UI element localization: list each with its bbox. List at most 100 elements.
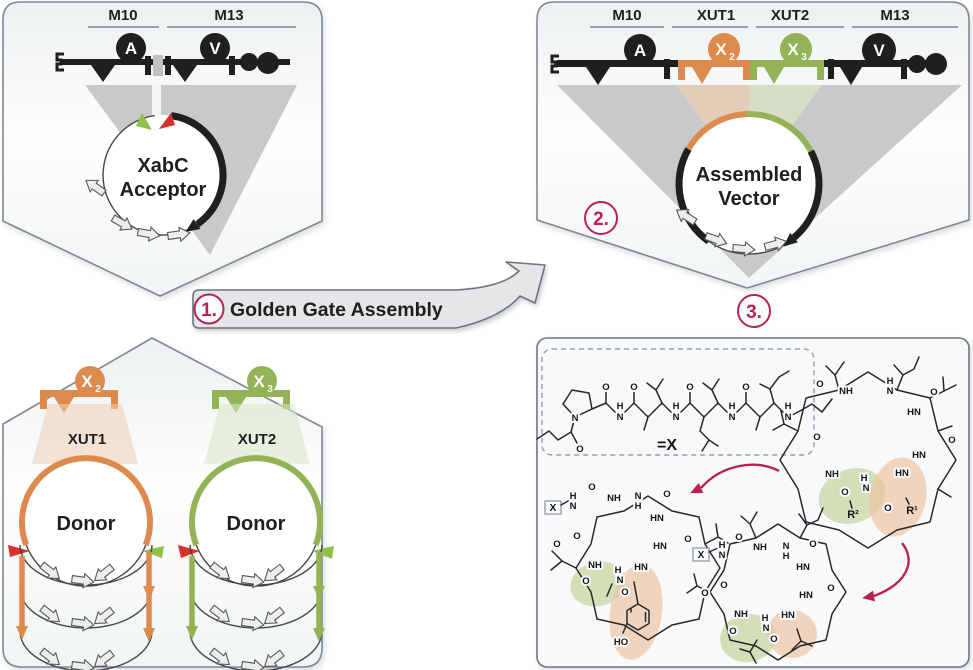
proline-ring bbox=[562, 389, 593, 418]
domain-bar-icon bbox=[229, 56, 235, 75]
plasmid-name-line2: Acceptor bbox=[120, 179, 207, 201]
tyrosine-phenol-ring bbox=[626, 603, 650, 631]
insert-connector-arrowhead bbox=[186, 626, 198, 640]
atom-label: HN bbox=[895, 468, 909, 479]
module-tab bbox=[678, 60, 685, 80]
module-tab bbox=[40, 390, 47, 409]
domain-bar-icon bbox=[145, 56, 151, 75]
atom-label: H bbox=[719, 540, 726, 551]
domain-letter: X bbox=[787, 40, 799, 59]
atom-label: O bbox=[602, 382, 609, 393]
step3-number: 3. bbox=[746, 302, 762, 323]
macrocycle-large: O NH H N O HN O HN O NH O H N R² HN O R¹ bbox=[772, 356, 958, 549]
residue-highlight-green bbox=[818, 468, 886, 524]
side-chain-bond bbox=[699, 416, 719, 452]
domain-triangle-icon bbox=[586, 67, 610, 85]
atom-label: O bbox=[684, 534, 691, 545]
x-box-label: X bbox=[550, 503, 557, 514]
plasmid-backbone-thick bbox=[675, 147, 711, 245]
x-definition-label: =X bbox=[657, 437, 677, 454]
chemistry-panel: N O O O O O H N H N H N H N =X O NH bbox=[536, 348, 958, 664]
domain-letter: X bbox=[715, 40, 727, 59]
atom-label: O bbox=[884, 503, 891, 514]
atom-label: N bbox=[783, 541, 790, 552]
atom-label: O bbox=[686, 382, 693, 393]
side-chain-bond bbox=[646, 378, 664, 404]
step2-badge bbox=[584, 201, 618, 235]
cluster-start-icon bbox=[55, 52, 64, 72]
plasmid-name: Donor bbox=[227, 513, 286, 535]
side-chain-bond bbox=[643, 416, 761, 431]
bond bbox=[799, 398, 833, 413]
side-chain-bond bbox=[702, 378, 720, 404]
atom-label: H bbox=[861, 473, 868, 484]
domain-letter: A bbox=[125, 39, 137, 58]
side-chain-bond bbox=[825, 361, 845, 391]
atom-label: O bbox=[813, 432, 820, 443]
reaction-arrow-1-icon bbox=[700, 463, 780, 489]
atom-label: N bbox=[570, 501, 577, 512]
module-tab bbox=[817, 60, 824, 80]
cut-site-green-icon bbox=[142, 546, 164, 558]
donor1-plasmid: Donor bbox=[8, 455, 164, 670]
domain-dot-icon bbox=[925, 53, 947, 75]
atom-label: N bbox=[763, 623, 770, 634]
bond bbox=[849, 497, 910, 509]
atom-label: N bbox=[887, 386, 894, 397]
atom-label: H bbox=[673, 401, 680, 412]
x-definition-structure: N O O O O O H N H N H N H N =X bbox=[536, 370, 833, 457]
module-label: M10 bbox=[108, 7, 137, 24]
atom-label: HN bbox=[799, 590, 813, 601]
atom-label: O bbox=[816, 379, 823, 390]
atom-label: NH bbox=[734, 609, 748, 620]
x2-domain-circle bbox=[75, 366, 105, 396]
side-chain-bond bbox=[686, 573, 711, 594]
step3-badge bbox=[737, 294, 771, 328]
atom-label: HN bbox=[907, 407, 921, 418]
golden-gate-assembly-arrow: 1. Golden Gate Assembly bbox=[192, 261, 546, 329]
side-chain-bond bbox=[772, 410, 799, 432]
cassette-label: XUT2 bbox=[238, 431, 276, 448]
donor-insert-arc bbox=[189, 455, 323, 546]
module-tab bbox=[750, 60, 757, 80]
domain-letter-sub: 2 bbox=[95, 384, 101, 395]
atom-label: NH bbox=[607, 493, 621, 504]
assembly-arrow-shape bbox=[192, 261, 546, 329]
atom-label: N bbox=[719, 550, 726, 561]
atom-label: O bbox=[770, 634, 777, 645]
atom-label: O bbox=[588, 482, 595, 493]
domain-triangle-icon bbox=[840, 67, 862, 85]
atom-label: HN bbox=[653, 541, 667, 552]
insert-connector-arrowhead bbox=[143, 586, 155, 600]
atom-label: O bbox=[582, 576, 589, 587]
plasmid-name-line1: Assembled bbox=[696, 164, 803, 186]
assembled-plasmid: Assembled Vector bbox=[672, 111, 823, 258]
assembly-arrow-label: Golden Gate Assembly bbox=[230, 299, 443, 321]
side-chain-bond bbox=[740, 511, 758, 539]
cassette-label: XUT1 bbox=[68, 431, 106, 448]
atom-label: O bbox=[735, 532, 742, 543]
side-chain-bond bbox=[739, 639, 758, 664]
bond bbox=[708, 547, 719, 553]
atom-label: N bbox=[617, 575, 624, 586]
donor2-plasmid: Donor bbox=[178, 455, 334, 670]
atom-label: HN bbox=[912, 450, 926, 461]
module-tab bbox=[212, 390, 219, 409]
domain-letter-sub: 3 bbox=[267, 384, 273, 395]
side-chain-bond bbox=[606, 583, 613, 597]
v-domain-circle bbox=[200, 33, 230, 63]
module-tab bbox=[743, 60, 750, 80]
cut-site-red-icon bbox=[159, 113, 175, 129]
acceptor-plasmid: XabC Acceptor bbox=[81, 112, 227, 244]
cut-site-green-icon bbox=[312, 546, 334, 559]
r2-label: R² bbox=[847, 509, 859, 521]
bond bbox=[536, 416, 576, 441]
x3-domain-circle bbox=[247, 366, 277, 396]
module-label: M10 bbox=[612, 7, 641, 24]
atom-label: HN bbox=[634, 562, 648, 573]
module-x2-glyph bbox=[678, 33, 750, 84]
x2-domain-circle bbox=[708, 33, 740, 65]
r1-label: R¹ bbox=[906, 505, 918, 517]
cut-site-green-icon bbox=[136, 113, 152, 130]
